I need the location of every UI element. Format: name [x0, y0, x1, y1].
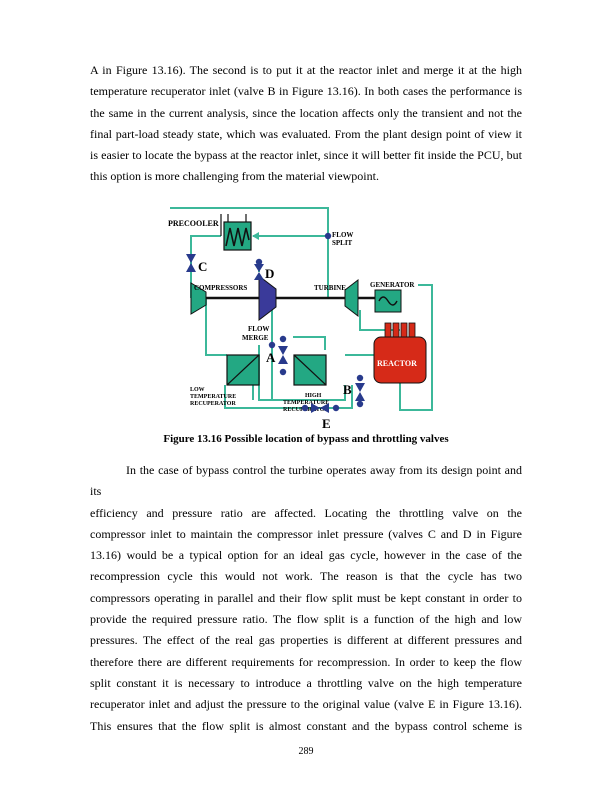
junction-node — [279, 335, 287, 343]
turbine-label: TURBINE — [314, 284, 346, 292]
junction-node — [356, 374, 364, 382]
text-line: therefore there are different requiremen… — [90, 654, 522, 669]
ltr-label-1: LOW — [190, 387, 205, 393]
reactor-return-line — [399, 284, 433, 411]
text-line: recuperator inlet and adjust the pressur… — [90, 697, 522, 712]
flow-merge-label-1: FLOW — [248, 325, 269, 333]
precooler — [220, 214, 252, 251]
coil-icon — [225, 227, 250, 247]
valve-d-icon — [254, 264, 264, 280]
sine-icon — [378, 296, 398, 306]
turbine-icon — [344, 278, 359, 318]
text-line: efficiency and pressure ratio are affect… — [90, 505, 522, 520]
text-line: split constant it is necessary to introd… — [90, 675, 522, 690]
junction-node — [324, 232, 332, 240]
text-line: compressors operating in parallel and th… — [90, 590, 522, 605]
text-line: In the case of bypass control the turbin… — [90, 463, 522, 499]
valve-c-label: C — [198, 259, 207, 274]
valve-e-icon — [311, 403, 329, 413]
htr-label-1: HIGH — [305, 393, 322, 399]
valve-c-icon — [186, 254, 196, 272]
paragraph-1: A in Figure 13.16). The second is to put… — [90, 60, 522, 188]
valve-b-icon — [355, 383, 365, 401]
htr-label-2: TEMPERATURE — [283, 400, 329, 406]
paragraph-2: In the case of bypass control the turbin… — [90, 460, 522, 737]
text-line: 13.16) would be a typical option for an … — [90, 548, 522, 563]
precooler-to-compressor-line — [190, 235, 221, 298]
low-temperature-recuperator — [226, 354, 260, 386]
reactor-label: REACTOR — [377, 359, 417, 368]
junction-node — [279, 368, 287, 376]
flow-merge-label-2: MERGE — [242, 334, 269, 342]
valve-d-label: D — [265, 266, 274, 281]
text-line: pressures. The effect of the real gas pr… — [90, 633, 522, 648]
ltr-label-3: RECUPERATOR — [190, 401, 236, 407]
precooler-label: PRECOOLER — [168, 219, 219, 228]
junction-node — [268, 341, 276, 349]
text-line: this option is more challenging from the… — [90, 169, 379, 184]
flow-split-label-1: FLOW — [332, 231, 353, 239]
main-compressor-icon — [190, 282, 207, 315]
flow-split-label-2: SPLIT — [332, 239, 353, 247]
valve-a-icon — [278, 346, 288, 364]
text-line: final part-load steady state, which was … — [90, 126, 522, 141]
text-line: provide the required pressure ratio. The… — [90, 612, 522, 627]
generator — [374, 289, 402, 313]
high-temperature-recuperator — [293, 354, 327, 386]
page-number: 289 — [298, 746, 314, 757]
junction-node — [356, 400, 364, 408]
valve-b-label: B — [343, 382, 352, 397]
junction-node — [301, 404, 309, 412]
text-line: This ensures that the flow split is almo… — [90, 718, 522, 733]
text-line: recompression cycle this would not work.… — [90, 569, 522, 584]
junction-node — [255, 258, 263, 266]
junction-node — [332, 404, 340, 412]
flow-lines — [170, 207, 433, 411]
text-line: is easier to locate the bypass at the re… — [90, 148, 522, 163]
valve-e-label: E — [322, 416, 331, 431]
valve-a-label: A — [266, 350, 276, 365]
generator-label: GENERATOR — [370, 281, 415, 289]
ltr-label-2: TEMPERATURE — [190, 394, 236, 400]
compressor-to-ltr-line — [205, 298, 227, 356]
text-line: compressor inlet to maintain the compres… — [90, 526, 522, 541]
reactor — [373, 322, 427, 384]
figure-caption: Figure 13.16 Possible location of bypass… — [163, 433, 449, 445]
compressors-label: COMPRESSORS — [194, 284, 247, 292]
recompressor-icon — [258, 274, 277, 322]
text-line: temperature recuperator inlet (valve B i… — [90, 84, 522, 99]
text-line: the same in the current analysis, since … — [90, 105, 522, 120]
valve-e-line — [224, 385, 353, 409]
merge-to-htr-line — [293, 336, 326, 350]
text-line: A in Figure 13.16). The second is to put… — [90, 63, 522, 77]
junction-nodes — [255, 232, 364, 412]
